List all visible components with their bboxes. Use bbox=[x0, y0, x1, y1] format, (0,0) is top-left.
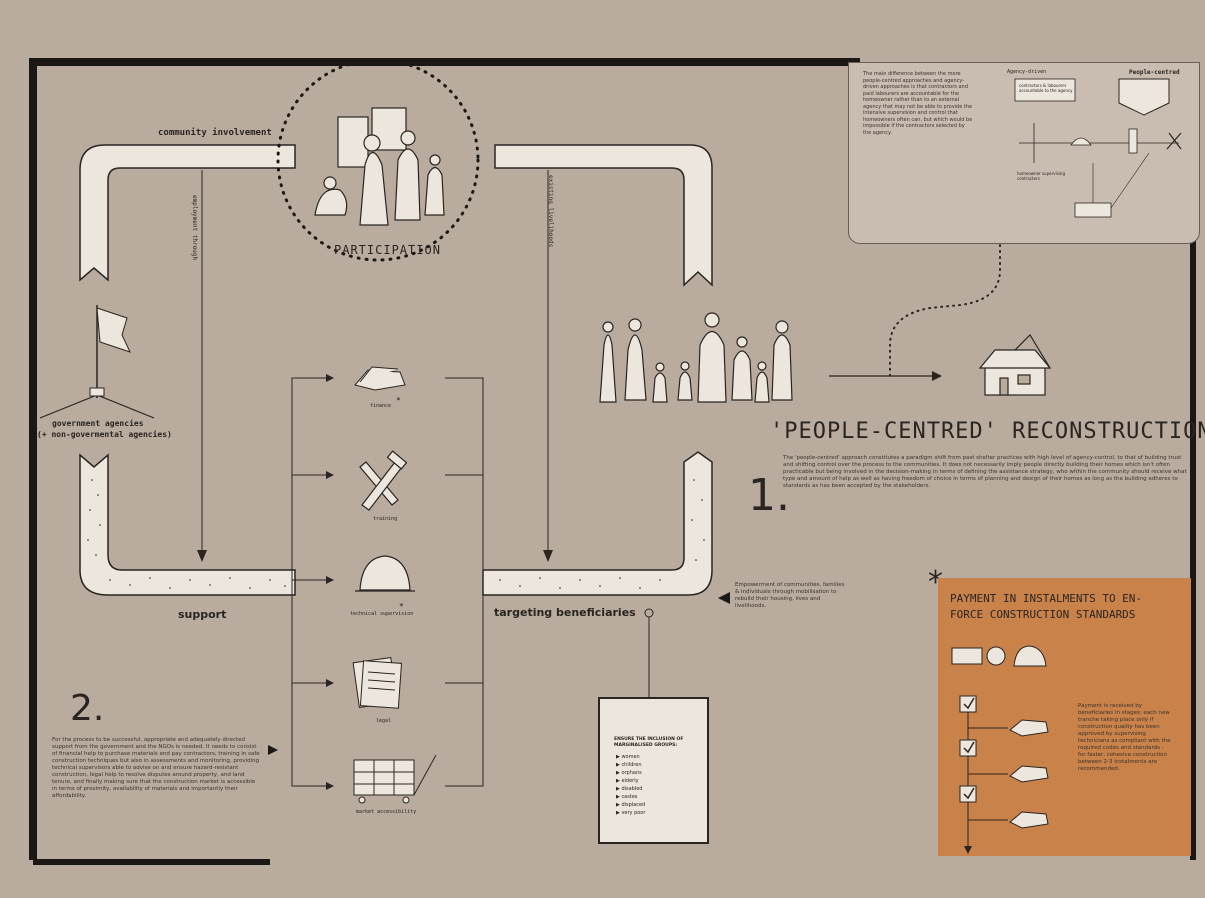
employment-channel-label: employment through bbox=[191, 195, 198, 260]
inclusion-box: ENSURE THE INCLUSION OF MARGINALISED GRO… bbox=[598, 697, 709, 844]
inset-note-agency: contractors & labourers accountable to t… bbox=[1019, 83, 1073, 93]
list-item: ▶ children bbox=[616, 761, 645, 769]
list-item: ▶ women bbox=[616, 753, 645, 761]
support-tube bbox=[80, 455, 295, 595]
legal-documents-icon bbox=[353, 658, 401, 709]
technical-asterisk: * bbox=[399, 602, 404, 611]
inclusion-title: ENSURE THE INCLUSION OF MARGINALISED GRO… bbox=[614, 737, 694, 749]
support-bracket bbox=[292, 378, 330, 786]
participation-people-icon bbox=[315, 108, 444, 225]
ngo-label: (+ non-govermental agencies) bbox=[37, 430, 172, 439]
finance-icon bbox=[355, 367, 405, 390]
targeting-bracket bbox=[445, 378, 483, 786]
list-item: ▶ very poor bbox=[616, 809, 645, 817]
community-tube bbox=[80, 145, 295, 280]
payment-text: Payment is received by beneficiaries in … bbox=[1078, 703, 1173, 773]
livelihood-channel-label: existing livelihoods bbox=[547, 175, 554, 247]
section-1-text: The 'people-centred' approach constitute… bbox=[783, 455, 1193, 490]
section-2-text: For the process to be successful, approp… bbox=[52, 737, 262, 800]
community-people-icon bbox=[600, 313, 792, 402]
finance-label: finance bbox=[370, 403, 391, 409]
legal-label: legal bbox=[376, 718, 391, 724]
flag-icon bbox=[40, 305, 154, 418]
market-cart-icon bbox=[354, 755, 436, 803]
government-agencies-label: government agencies bbox=[52, 419, 144, 428]
house-icon bbox=[980, 335, 1050, 395]
helmet-icon bbox=[355, 556, 415, 591]
technical-supervision-label: technical supervision bbox=[350, 611, 413, 617]
training-label: training bbox=[373, 516, 397, 522]
support-label: support bbox=[178, 608, 226, 621]
section-2-number: 2. bbox=[70, 688, 104, 729]
participation-label: PARTICIPATION bbox=[334, 243, 441, 257]
list-item: ▶ elderly bbox=[616, 777, 645, 785]
payment-panel: PAYMENT IN INSTALMENTS TO EN- FORCE CONS… bbox=[938, 578, 1191, 856]
empowerment-text: Empowerment of communities, families & i… bbox=[735, 582, 845, 610]
list-item: ▶ orphans bbox=[616, 769, 645, 777]
inclusion-list: ▶ women ▶ children ▶ orphans ▶ elderly ▶… bbox=[616, 753, 645, 817]
comparison-inset: The main difference between the more peo… bbox=[848, 62, 1200, 244]
list-item: ▶ displaced bbox=[616, 801, 645, 809]
targeting-beneficiaries-label: targeting beneficiaries bbox=[494, 606, 636, 619]
community-involvement-label: community involvement bbox=[158, 128, 272, 138]
list-item: ▶ disabled bbox=[616, 785, 645, 793]
inset-note-homeowner: homeowner supervising contractors bbox=[1017, 171, 1077, 181]
finance-asterisk: * bbox=[396, 396, 401, 405]
targeting-tube-bottom bbox=[483, 452, 712, 595]
market-accessibility-label: market accessibility bbox=[356, 809, 416, 815]
targeting-tube-top bbox=[495, 145, 712, 285]
page-title: 'PEOPLE-CENTRED' RECONSTRUCTION bbox=[770, 419, 1205, 444]
list-item: ▶ castes bbox=[616, 793, 645, 801]
training-icon bbox=[360, 451, 406, 510]
